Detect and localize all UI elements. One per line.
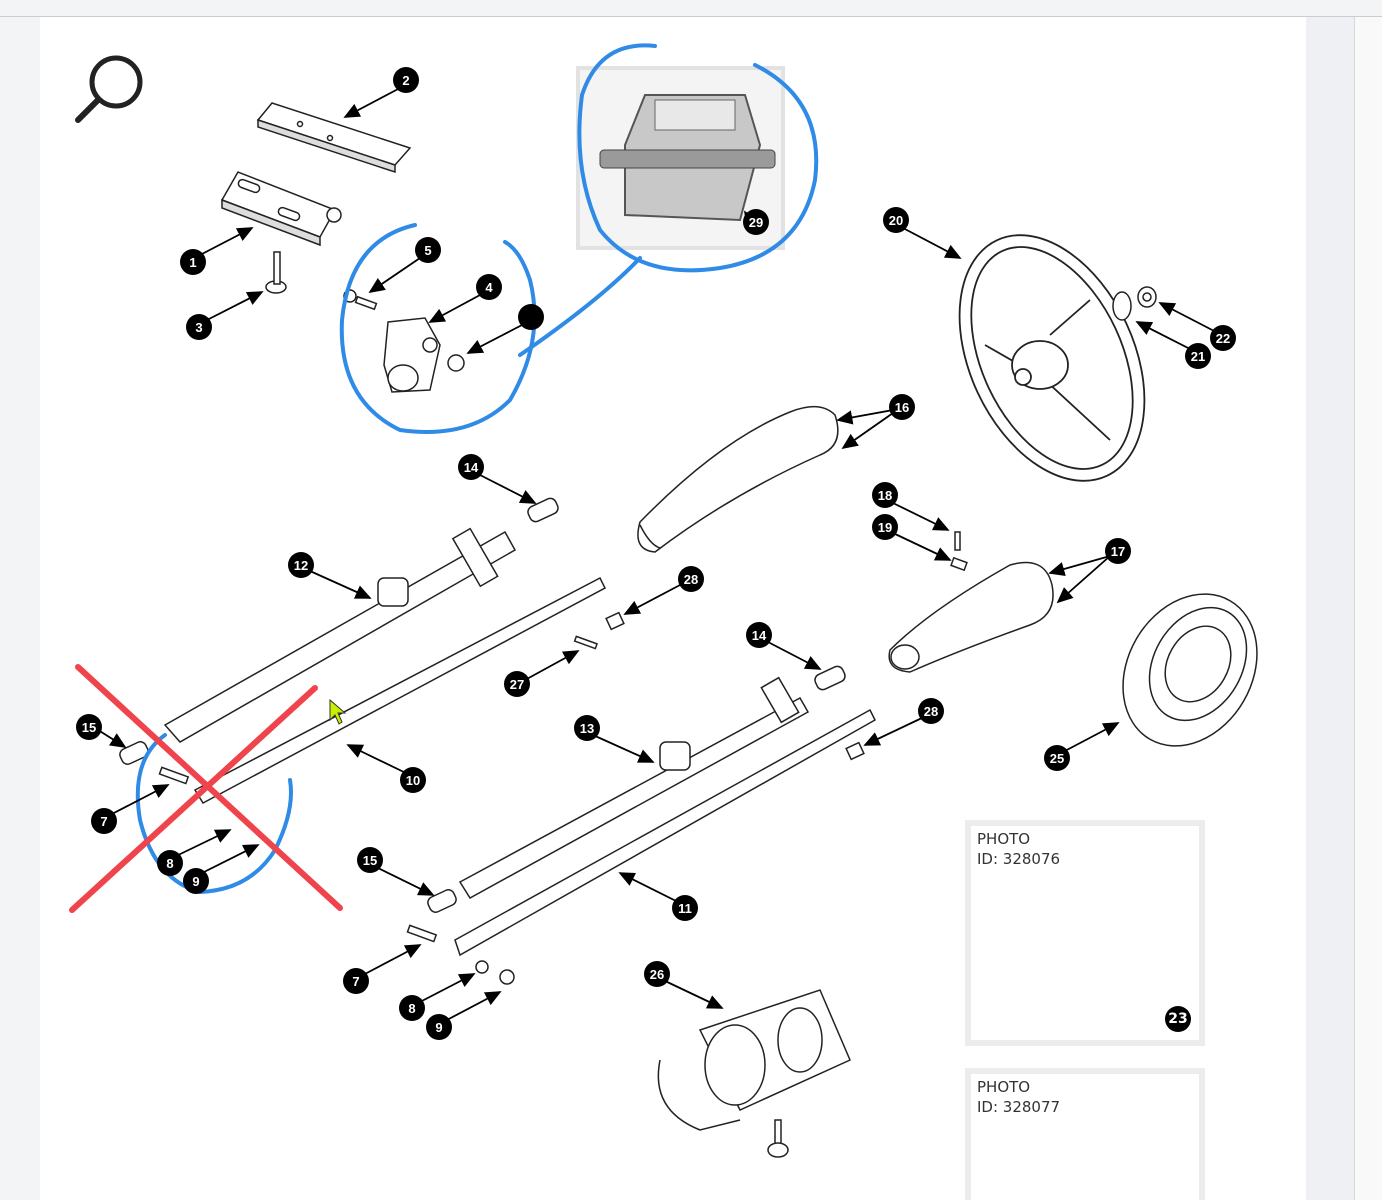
callout-13: 13 <box>574 715 600 741</box>
part-4-clamp <box>343 289 465 393</box>
svg-text:19: 19 <box>878 520 892 535</box>
callout-28b: 28 <box>918 698 944 724</box>
svg-text:17: 17 <box>1111 544 1125 559</box>
callout-10: 10 <box>400 767 426 793</box>
top-bar <box>0 0 1382 17</box>
photo-id: ID: 328077 <box>977 1098 1061 1116</box>
callout-8b: 8 <box>399 995 425 1021</box>
svg-text:25: 25 <box>1050 751 1064 766</box>
callout-21: 21 <box>1185 343 1211 369</box>
callout-9b: 9 <box>426 1014 452 1040</box>
svg-text:9: 9 <box>435 1020 442 1035</box>
callout-2: 2 <box>393 67 419 93</box>
part-3-bolt <box>265 251 287 294</box>
callout-1: 1 <box>180 249 206 275</box>
svg-text:15: 15 <box>82 720 96 735</box>
callout-22: 22 <box>1210 325 1236 351</box>
svg-text:11: 11 <box>678 901 692 916</box>
callout-11: 11 <box>672 895 698 921</box>
svg-text:3: 3 <box>195 320 202 335</box>
svg-text:26: 26 <box>650 967 664 982</box>
callout-20: 20 <box>883 207 909 233</box>
callout-19: 19 <box>872 514 898 540</box>
svg-text:14: 14 <box>752 628 767 643</box>
callout-7a: 7 <box>91 808 117 834</box>
part-18-19-screw-clip <box>950 531 968 572</box>
leader-arrows <box>94 87 1219 1022</box>
callout-3: 3 <box>186 314 212 340</box>
svg-text:28: 28 <box>684 572 698 587</box>
callout-8a: 8 <box>157 850 183 876</box>
photo-id: ID: 328076 <box>977 850 1061 868</box>
svg-text:14: 14 <box>464 460 479 475</box>
callout-27: 27 <box>504 671 530 697</box>
svg-text:22: 22 <box>1216 331 1230 346</box>
part-17-cowl <box>888 561 1054 673</box>
photo-placeholder-328077: PHOTO ID: 328077 <box>965 1068 1205 1200</box>
svg-text:5: 5 <box>424 243 431 258</box>
svg-text:7: 7 <box>100 814 107 829</box>
svg-text:15: 15 <box>363 853 377 868</box>
callout-17: 17 <box>1105 538 1131 564</box>
part-16-shroud <box>637 406 839 553</box>
callout-28a: 28 <box>678 566 704 592</box>
mouse-cursor-icon <box>329 698 347 725</box>
part-2-plate <box>256 102 412 174</box>
part-1-bracket <box>220 171 342 247</box>
callout-15b: 15 <box>357 847 383 873</box>
callout-16: 16 <box>889 394 915 420</box>
small-parts <box>119 497 865 985</box>
svg-text:27: 27 <box>510 677 524 692</box>
callout-18: 18 <box>872 482 898 508</box>
callout-29: 29 <box>743 209 769 235</box>
callout-6: 6 <box>518 304 544 330</box>
window-edge <box>1354 17 1382 1200</box>
callout-12: 12 <box>288 552 314 578</box>
callout-5: 5 <box>415 237 441 263</box>
svg-text:4: 4 <box>485 280 493 295</box>
callout-9a: 9 <box>183 868 209 894</box>
callout-25: 25 <box>1044 745 1070 771</box>
callout-4: 4 <box>476 274 502 300</box>
part-26-ignition-switch <box>657 989 851 1158</box>
callout-badges: 2 1 3 5 4 6 29 20 22 21 16 14 18 19 17 1… <box>76 67 1236 1040</box>
red-cross-mark <box>69 664 343 913</box>
svg-text:9: 9 <box>192 874 199 889</box>
svg-text:1: 1 <box>189 255 196 270</box>
search-icon[interactable] <box>75 55 143 123</box>
photo-label: PHOTO <box>977 830 1031 848</box>
svg-text:7: 7 <box>352 974 359 989</box>
callout-7b: 7 <box>343 968 369 994</box>
svg-text:8: 8 <box>408 1001 415 1016</box>
part-20-steering-wheel <box>958 234 1146 482</box>
svg-text:13: 13 <box>580 721 594 736</box>
svg-text:12: 12 <box>294 558 308 573</box>
callout-14a: 14 <box>458 454 484 480</box>
svg-text:29: 29 <box>749 215 763 230</box>
svg-text:2: 2 <box>402 73 409 88</box>
callout-15a: 15 <box>76 714 102 740</box>
callout-23: 23 <box>1165 1006 1191 1032</box>
scrollbar-track[interactable] <box>1306 17 1354 1200</box>
svg-text:28: 28 <box>924 704 938 719</box>
callout-14b: 14 <box>746 622 772 648</box>
svg-text:16: 16 <box>895 400 909 415</box>
svg-text:10: 10 <box>406 773 420 788</box>
svg-text:18: 18 <box>878 488 892 503</box>
svg-text:6: 6 <box>527 310 534 325</box>
steering-column-tubes <box>163 527 876 957</box>
photo-label: PHOTO <box>977 1078 1031 1096</box>
callout-26: 26 <box>644 961 670 987</box>
svg-text:21: 21 <box>1191 349 1205 364</box>
part-21-22-washer-nut <box>1112 286 1157 321</box>
svg-text:20: 20 <box>889 213 903 228</box>
part-25-horn-pad <box>1122 593 1258 747</box>
photo-placeholder-328076: PHOTO ID: 328076 23 <box>965 820 1205 1046</box>
svg-text:8: 8 <box>166 856 173 871</box>
